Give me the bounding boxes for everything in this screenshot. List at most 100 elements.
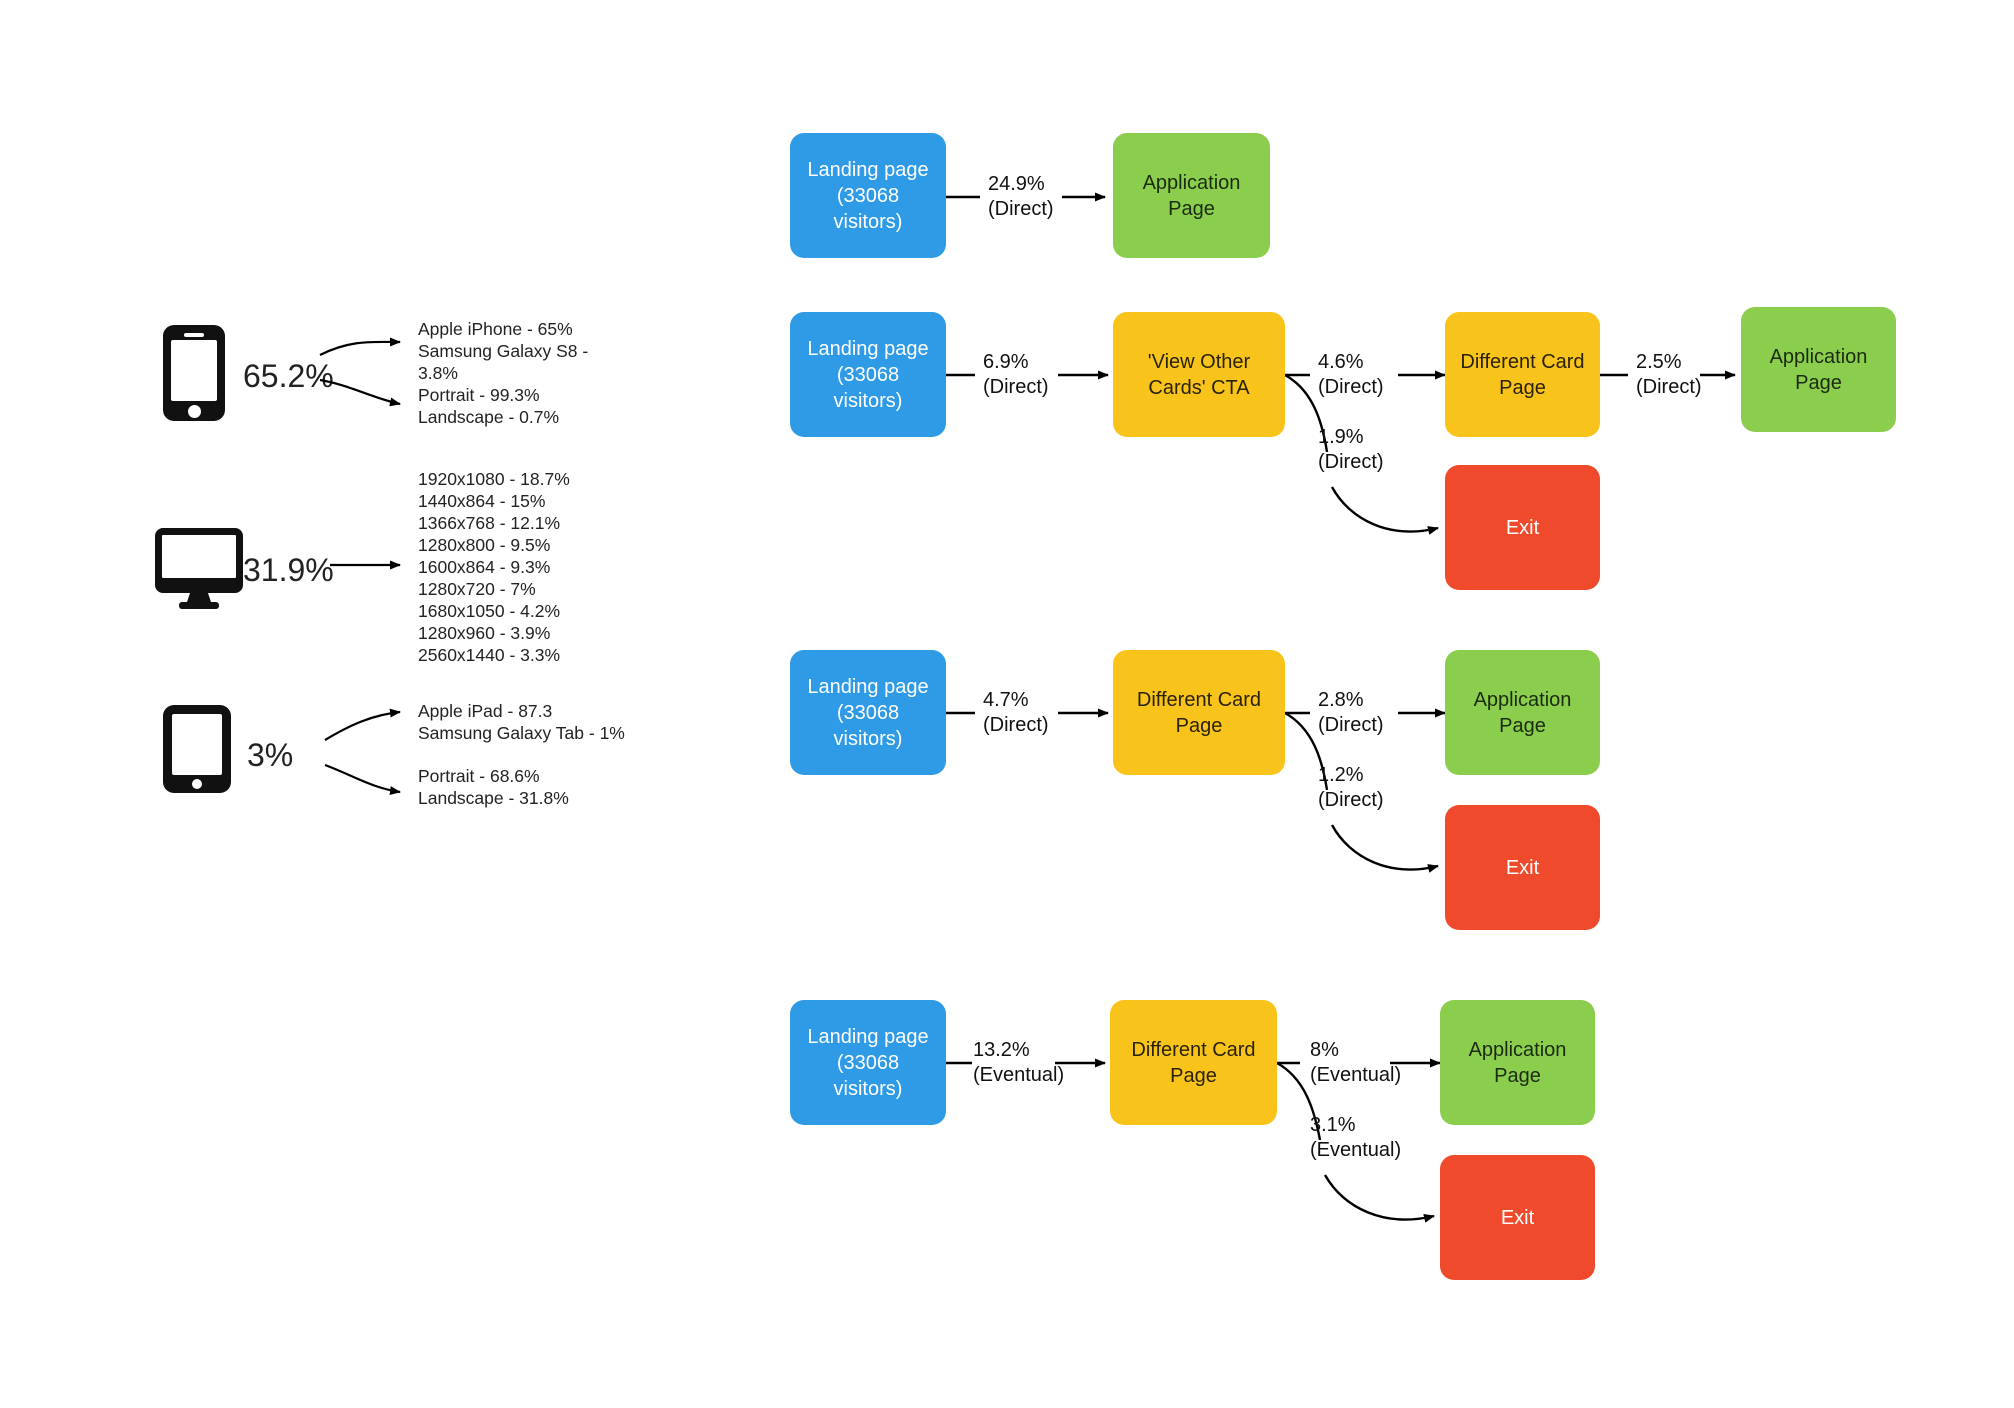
node-different-card-page[interactable]: Different Card Page bbox=[1445, 312, 1600, 437]
edge-line-4-3b bbox=[1323, 1174, 1435, 1223]
node-label-line: Landing page bbox=[807, 1025, 929, 1048]
mobile-device-list-item: Samsung Galaxy S8 - bbox=[418, 341, 589, 361]
edge-label-2-4: 2.5% (Direct) bbox=[1636, 350, 1702, 400]
desktop-resolution-item: 1280x720 - 7% bbox=[418, 579, 536, 599]
edge-attribution: (Direct) bbox=[1318, 714, 1384, 736]
node-label-line: (33068 visitors) bbox=[833, 363, 903, 412]
desktop-resolution-list: 1920x1080 - 18.7% 1440x864 - 15% 1366x76… bbox=[418, 468, 570, 666]
edge-percent: 2.5% bbox=[1636, 351, 1682, 373]
node-label-line: Different Card bbox=[1136, 688, 1262, 711]
edge-percent: 4.6% bbox=[1318, 351, 1364, 373]
edge-percent: 4.7% bbox=[983, 689, 1029, 711]
node-landing-page[interactable]: Landing page (33068 visitors) bbox=[790, 133, 946, 258]
node-landing-page[interactable]: Landing page (33068 visitors) bbox=[790, 1000, 946, 1125]
node-application-page[interactable]: Application Page bbox=[1113, 133, 1270, 258]
tablet-screen bbox=[172, 714, 222, 775]
edge-attribution: (Direct) bbox=[983, 714, 1049, 736]
phone-speaker bbox=[184, 333, 204, 337]
edge-percent: 1.2% bbox=[1318, 764, 1364, 786]
edge-label-2-2: 4.6% (Direct) bbox=[1318, 350, 1384, 400]
tablet-orientation-item: Portrait - 68.6% bbox=[418, 766, 540, 786]
desktop-resolution-item: 1280x960 - 3.9% bbox=[418, 623, 551, 643]
monitor-stand-neck bbox=[186, 591, 212, 605]
node-label-line: Page bbox=[1175, 714, 1223, 737]
edge-percent: 24.9% bbox=[988, 173, 1045, 195]
node-application-page[interactable]: Application Page bbox=[1741, 307, 1896, 432]
edge-percent: 3.1% bbox=[1310, 1114, 1356, 1136]
edge-label-3-3: 1.2% (Direct) bbox=[1318, 763, 1384, 813]
edge-attribution: (Direct) bbox=[1318, 376, 1384, 398]
node-label-line: Exit bbox=[1500, 1206, 1535, 1229]
desktop-resolution-item: 1280x800 - 9.5% bbox=[418, 535, 551, 555]
desktop-resolution-item: 1920x1080 - 18.7% bbox=[418, 469, 570, 489]
edge-attribution: (Eventual) bbox=[973, 1064, 1065, 1086]
edge-attribution: (Direct) bbox=[988, 198, 1054, 220]
node-different-card-page[interactable]: Different Card Page bbox=[1110, 1000, 1277, 1125]
edge-attribution: (Direct) bbox=[1318, 451, 1384, 473]
edge-label-4-2: 8% (Eventual) bbox=[1310, 1038, 1401, 1088]
node-label-line: 'View Other bbox=[1147, 350, 1251, 373]
tablet-orientation-list: Portrait - 68.6% Landscape - 31.8% bbox=[418, 765, 569, 809]
edge-label-1-1: 24.9% (Direct) bbox=[988, 172, 1054, 222]
node-different-card-page[interactable]: Different Card Page bbox=[1113, 650, 1285, 775]
desktop-resolution-item: 2560x1440 - 3.3% bbox=[418, 645, 561, 665]
node-label-line: Different Card bbox=[1460, 350, 1585, 373]
node-label-line: (33068 visitors) bbox=[833, 1051, 903, 1100]
edge-percent: 6.9% bbox=[983, 351, 1029, 373]
node-label-line: Application Page bbox=[1468, 1038, 1567, 1087]
node-application-page[interactable]: Application Page bbox=[1440, 1000, 1595, 1125]
node-label-line: Page bbox=[1499, 376, 1546, 399]
edge-attribution: (Eventual) bbox=[1310, 1139, 1402, 1161]
node-label-line: Page bbox=[1170, 1064, 1217, 1087]
node-label-line: (33068 visitors) bbox=[833, 701, 903, 750]
edge-line-2-3b bbox=[1330, 486, 1439, 535]
desktop-resolution-item: 1366x768 - 12.1% bbox=[418, 513, 561, 533]
phone-screen bbox=[171, 340, 217, 401]
edge-percent: 1.9% bbox=[1318, 426, 1364, 448]
node-landing-page[interactable]: Landing page (33068 visitors) bbox=[790, 650, 946, 775]
node-label-line: Exit bbox=[1505, 516, 1540, 539]
mobile-device-list: Apple iPhone - 65% Samsung Galaxy S8 - 3… bbox=[418, 318, 588, 428]
edge-label-3-2: 2.8% (Direct) bbox=[1318, 688, 1384, 738]
node-label-line: Cards' CTA bbox=[1148, 376, 1250, 399]
node-label-line: Landing page bbox=[807, 675, 929, 698]
desktop-resolution-item: 1440x864 - 15% bbox=[418, 491, 546, 511]
node-exit[interactable]: Exit bbox=[1445, 465, 1600, 590]
edge-percent: 13.2% bbox=[973, 1039, 1030, 1061]
node-label-line: Different Card bbox=[1131, 1038, 1256, 1061]
mobile-share-percent: 65.2% bbox=[243, 358, 334, 394]
edge-label-2-1: 6.9% (Direct) bbox=[983, 350, 1049, 400]
edge-label-2-3: 1.9% (Direct) bbox=[1318, 425, 1384, 475]
mobile-device-list-item: 3.8% bbox=[418, 363, 458, 383]
mobile-orientation-item: Landscape - 0.7% bbox=[418, 407, 560, 427]
tablet-orientation-item: Landscape - 31.8% bbox=[418, 788, 569, 808]
edge-line-3-3b bbox=[1330, 824, 1439, 873]
node-label-line: Landing page bbox=[807, 158, 929, 181]
edge-label-4-1: 13.2% (Eventual) bbox=[973, 1038, 1064, 1088]
tablet-share-percent: 3% bbox=[247, 737, 294, 773]
node-exit[interactable]: Exit bbox=[1445, 805, 1600, 930]
desktop-resolution-item: 1600x864 - 9.3% bbox=[418, 557, 551, 577]
edge-percent: 2.8% bbox=[1318, 689, 1364, 711]
node-label-line: Application Page bbox=[1142, 171, 1241, 220]
monitor-stand-base bbox=[179, 602, 219, 609]
node-application-page[interactable]: Application Page bbox=[1445, 650, 1600, 775]
edge-label-4-3: 3.1% (Eventual) bbox=[1310, 1113, 1401, 1163]
edge-attribution: (Eventual) bbox=[1310, 1064, 1402, 1086]
node-landing-page[interactable]: Landing page (33068 visitors) bbox=[790, 312, 946, 437]
node-view-other-cards-cta[interactable]: 'View Other Cards' CTA bbox=[1113, 312, 1285, 437]
edge-label-3-1: 4.7% (Direct) bbox=[983, 688, 1049, 738]
edge-percent: 8% bbox=[1310, 1039, 1339, 1061]
edge-attribution: (Direct) bbox=[983, 376, 1049, 398]
edge-attribution: (Direct) bbox=[1636, 376, 1702, 398]
mobile-orientation-item: Portrait - 99.3% bbox=[418, 385, 540, 405]
device-breakdown-panel: 65.2% Apple iPhone - 65% Samsung Galaxy … bbox=[0, 0, 700, 1408]
edge-attribution: (Direct) bbox=[1318, 789, 1384, 811]
node-label-line: Landing page bbox=[807, 337, 929, 360]
desktop-share-percent: 31.9% bbox=[243, 552, 334, 588]
desktop-resolution-item: 1680x1050 - 4.2% bbox=[418, 601, 561, 621]
node-label-line: Exit bbox=[1505, 856, 1540, 879]
node-exit[interactable]: Exit bbox=[1440, 1155, 1595, 1280]
mobile-device-list-item: Apple iPhone - 65% bbox=[418, 319, 573, 339]
tablet-device-list: Apple iPad - 87.3 Samsung Galaxy Tab - 1… bbox=[418, 700, 625, 744]
